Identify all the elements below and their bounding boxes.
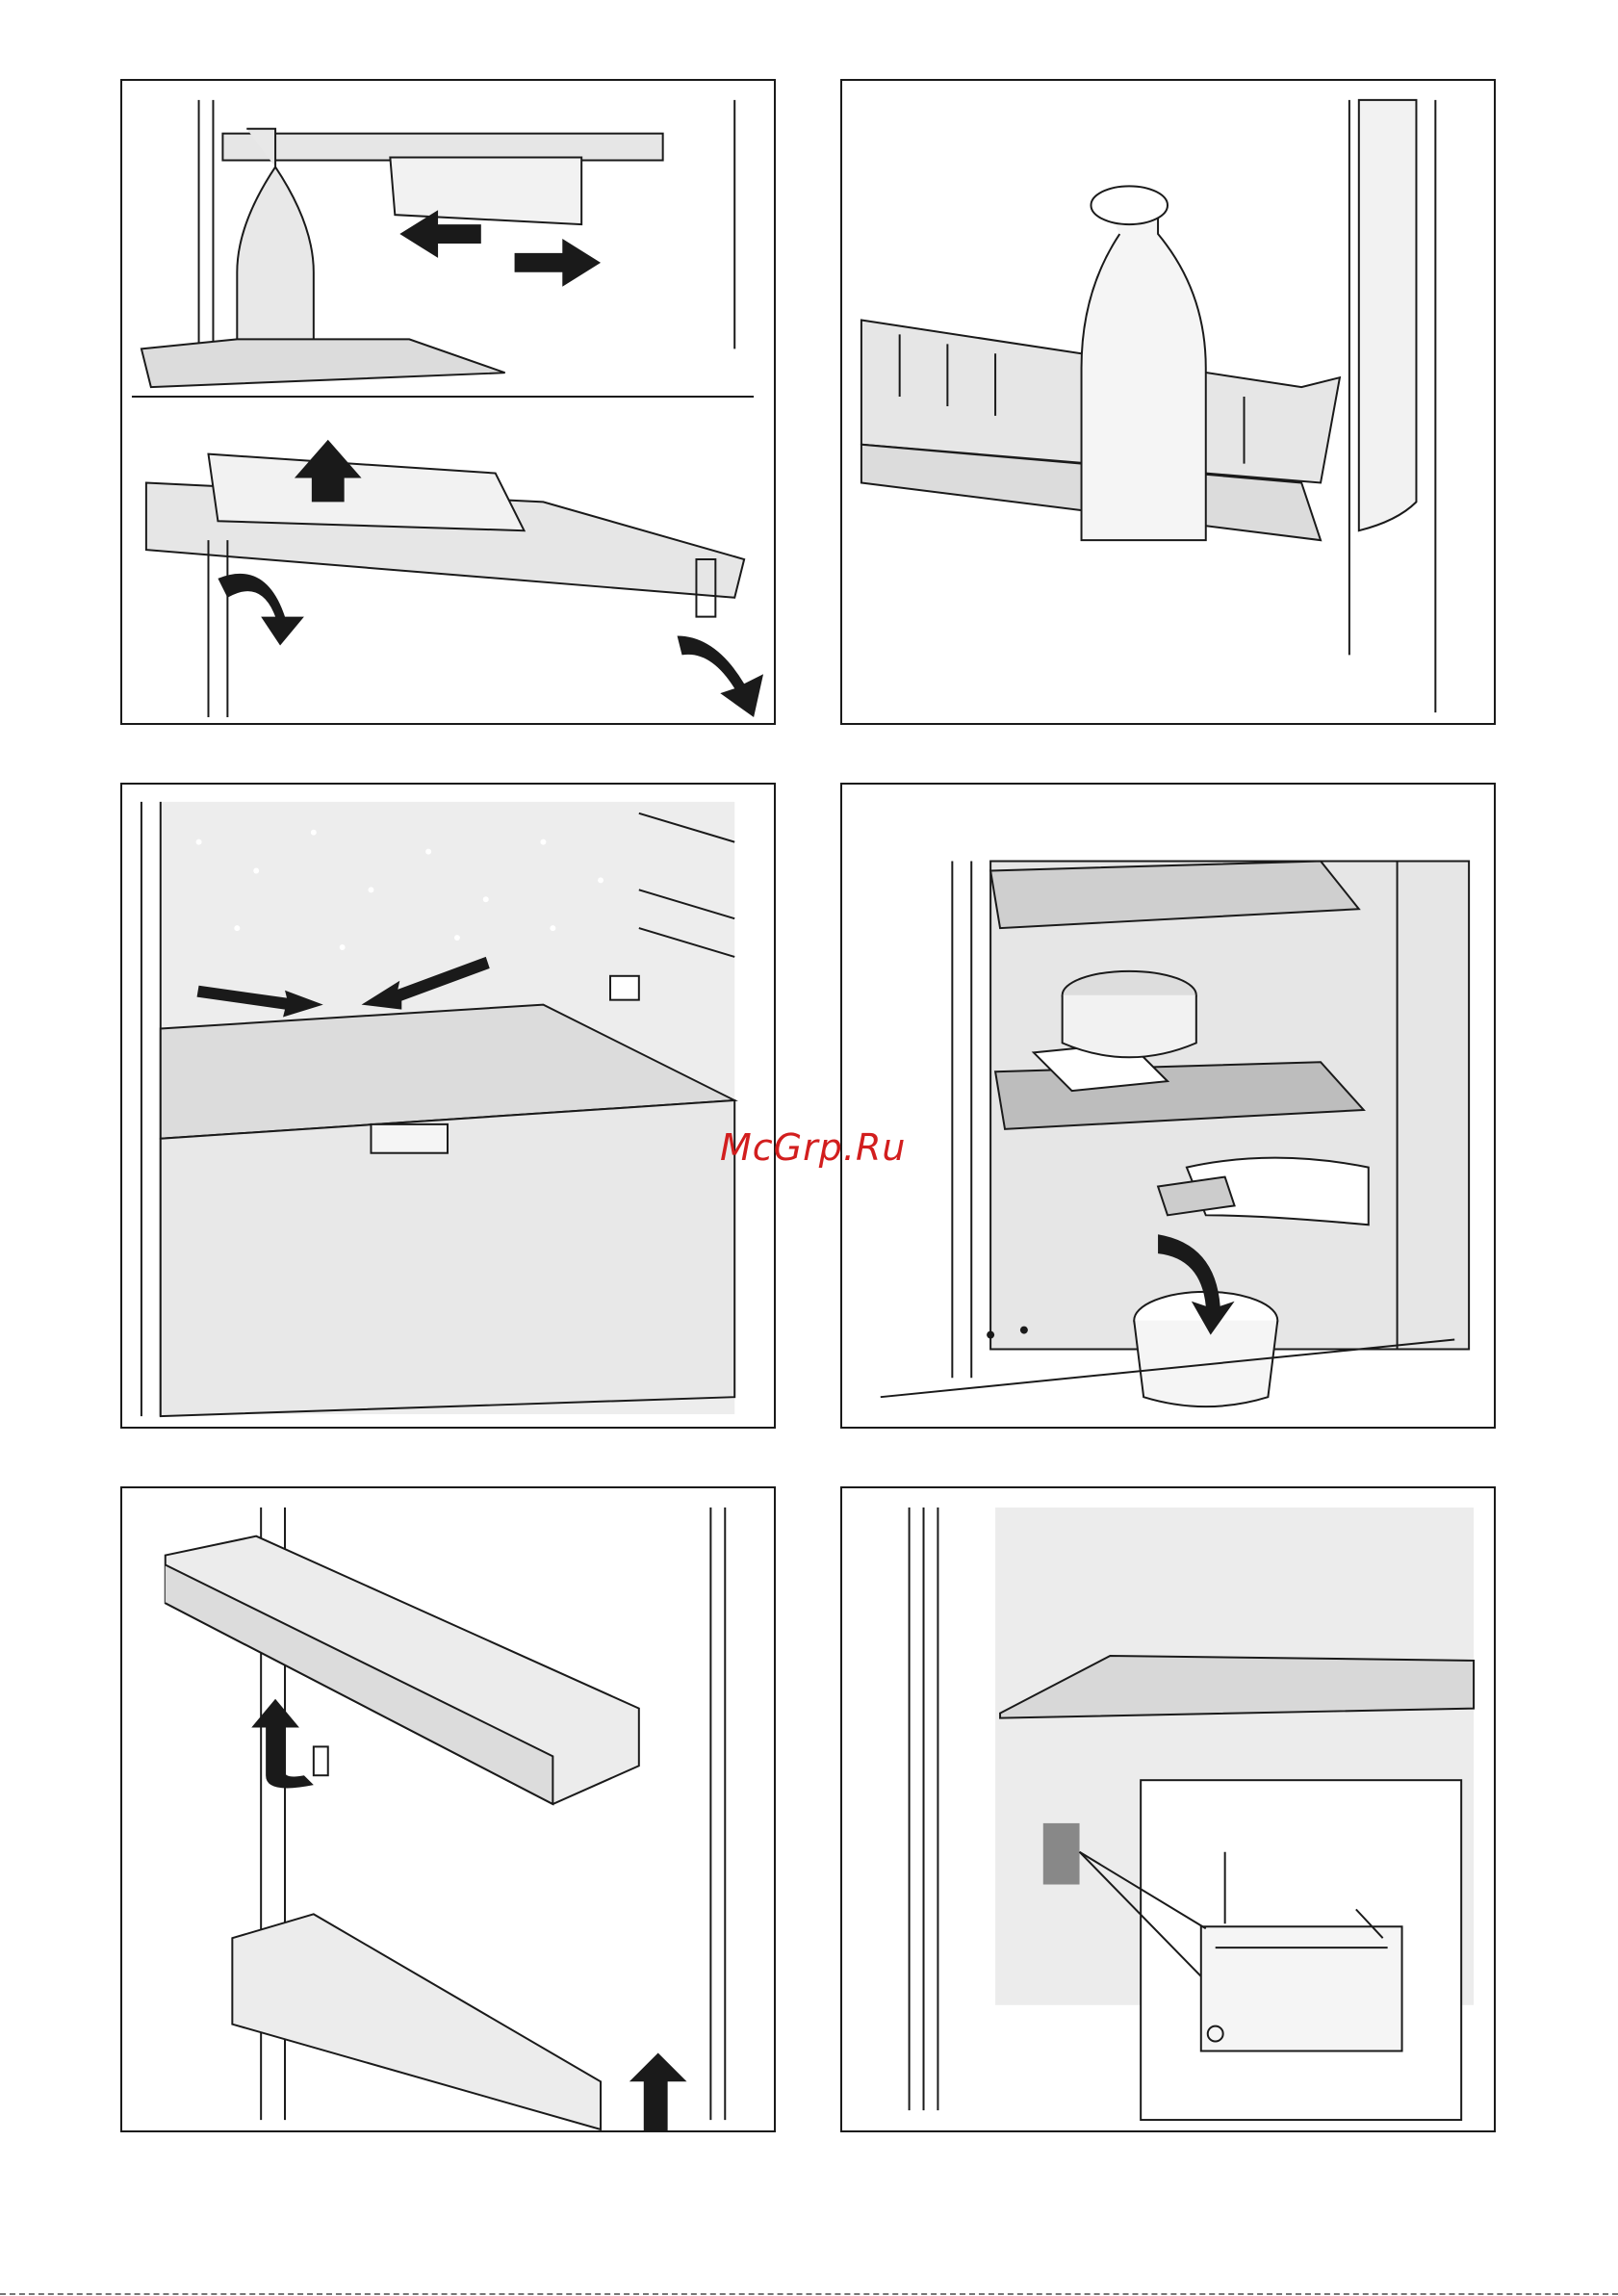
door-shelf-removal-illustration [122, 1488, 774, 2130]
condensation-drain-illustration [122, 785, 774, 1427]
curved-arrow-icon-2 [629, 2052, 687, 2130]
door-shelf-removal-panel [120, 1486, 776, 2132]
defrost-cleaning-illustration [842, 785, 1494, 1427]
curved-arrow-icon-2 [678, 636, 763, 717]
arrow-right-icon [515, 239, 601, 287]
condensation-drain-panel [120, 783, 776, 1429]
page-footer-divider [0, 2293, 1618, 2295]
rating-plate-panel [840, 1486, 1496, 2132]
defrost-cleaning-panel [840, 783, 1496, 1429]
shelf-adjust-panel [120, 79, 776, 725]
rating-plate-illustration [842, 1488, 1494, 2130]
door-bottle-rack-panel [840, 79, 1496, 725]
curved-arrow-icon [218, 574, 303, 646]
door-bottle-rack-illustration [842, 81, 1494, 723]
watermark-text: McGrp.Ru [720, 1126, 906, 1169]
shelf-adjust-illustration [122, 81, 774, 723]
